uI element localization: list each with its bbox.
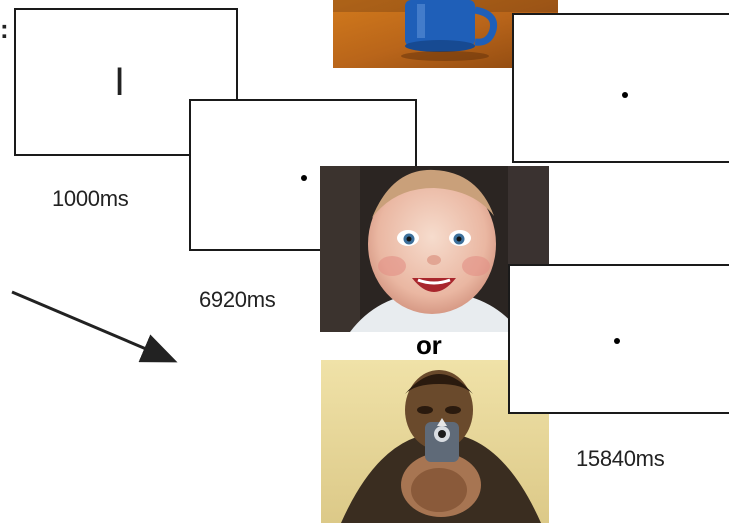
heading-fragment: : <box>0 14 9 44</box>
fixation-screen-final <box>508 264 729 414</box>
fixation-duration-label: 6920ms <box>199 287 276 312</box>
fixation-dot <box>614 338 620 344</box>
final-duration-label: 15840ms <box>576 446 665 471</box>
fixation-dot <box>301 175 307 181</box>
time-arrow <box>0 280 190 370</box>
fixation-dot <box>622 92 628 98</box>
cue-duration-label: 1000ms <box>52 186 129 211</box>
gun-photo <box>321 360 549 523</box>
fixation-screen-top-right <box>512 13 729 163</box>
or-label: or <box>416 330 442 360</box>
cue-symbol: I <box>114 60 126 104</box>
